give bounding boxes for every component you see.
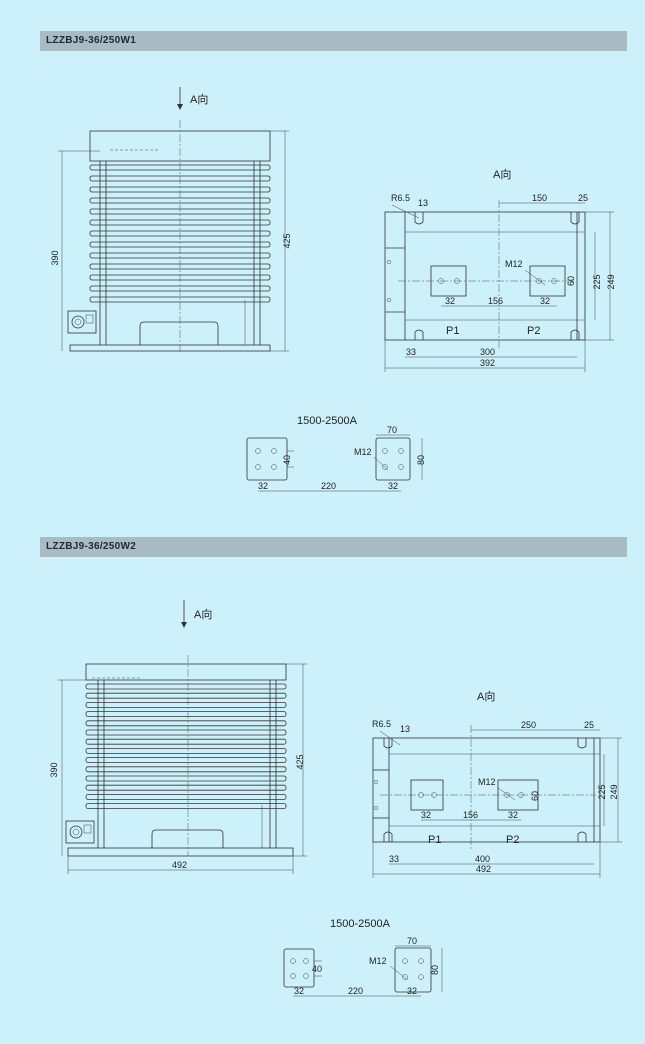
front-view-1: 390 425 [50,120,292,352]
cooling-fin-2-2 [85,692,287,699]
cooling-fin-2-12 [85,784,287,791]
cooling-fin-2-14 [85,803,287,809]
terminal-detail-2: 1500-2500A 40 70 M12 80 32 220 32 [283,918,443,997]
section-title-2: LZZBJ9-36/250W2 [46,541,137,552]
detail-hole-height-1: 40 [282,455,292,465]
plan-hole-right-2: 32 [508,810,518,820]
front-height-right-2: 425 [295,754,305,769]
view-label-1: A向 [190,92,208,106]
plan-hole-left-1: 32 [445,296,455,306]
cooling-fin-2-1 [85,683,287,690]
plan-outer-height-1: 249 [606,274,616,289]
plan-top-right-2: 25 [584,720,594,730]
plan-top-mid-1: 150 [532,193,547,203]
plan-p1-2: P1 [428,834,441,846]
cooling-fin-2-10 [85,766,287,773]
detail-hole-right-2: 32 [407,986,417,996]
detail-bolt-2: M12 [369,956,387,966]
plan-p2-2: P2 [506,834,519,846]
detail-bolt-1: M12 [354,447,372,457]
cooling-fin-2-5 [85,720,287,727]
section-title-1: LZZBJ9-36/250W1 [46,35,137,46]
plan-top-right-1: 25 [578,193,588,203]
plan-pad-height-1: 60 [566,276,576,286]
plan-radius-offset-2: 13 [400,724,410,734]
plan-pad-height-2: 60 [530,791,540,801]
detail-rating-1: 1500-2500A [297,415,358,427]
plan-center-1: 156 [488,296,503,306]
plan-view-label-2: A向 [477,689,495,703]
detail-hole-right-1: 32 [388,481,398,491]
detail-span-2: 220 [348,986,363,996]
plan-inner-height-1: 225 [592,274,602,289]
plan-hole-right-1: 32 [540,296,550,306]
terminal-detail-1: 1500-2500A 40 70 M12 80 32 220 32 [246,415,426,492]
cooling-fin-2-9 [85,757,287,763]
plan-edge-2: 33 [389,854,399,864]
section-header-1: LZZBJ9-36/250W1 [40,31,627,51]
plan-total-length-1: 392 [480,358,495,368]
detail-pad-width-2: 70 [407,936,417,946]
plan-bolt-2: M12 [478,777,496,787]
plan-bolt-1: M12 [505,259,523,269]
plan-radius-1: R6.5 [391,193,410,203]
detail-pad-height-1: 80 [416,455,426,465]
detail-pad-height-2: 80 [430,965,440,975]
cooling-fin-2-6 [85,729,287,736]
view-arrow-2: A向 [181,600,212,628]
plan-center-2: 156 [463,810,478,820]
detail-hole-height-2: 40 [312,964,322,974]
plan-p2-1: P2 [527,325,540,337]
plan-outer-height-2: 249 [609,784,619,799]
detail-rating-2: 1500-2500A [330,918,391,930]
plan-top-mid-2: 250 [521,720,536,730]
detail-hole-left-1: 32 [258,481,268,491]
view-label-2: A向 [194,607,212,621]
section-header-2: LZZBJ9-36/250W2 [40,537,627,557]
front-height-left-2: 390 [49,762,59,777]
plan-view-1: A向 R6.5 13 150 25 M12 60 225 [384,167,616,372]
plan-p1-1: P1 [446,325,459,337]
plan-view-2: A向 R6.5 13 250 25 M12 60 225 249 [372,689,622,878]
cooling-fin-2-11 [85,775,287,782]
detail-span-1: 220 [321,481,336,491]
detail-pad-width-1: 70 [387,425,397,435]
plan-view-label-1: A向 [493,167,511,181]
plan-edge-1: 33 [406,347,416,357]
plan-total-length-2: 492 [476,864,491,874]
plan-inner-length-2: 400 [475,854,490,864]
plan-inner-height-2: 225 [597,784,607,799]
cooling-fin-2-4 [85,711,287,717]
front-height-right-1: 425 [282,233,292,248]
front-height-left-1: 390 [50,250,60,265]
cooling-fin-2-8 [85,748,287,754]
plan-inner-length-1: 300 [480,347,495,357]
view-arrow-1: A向 [177,87,208,110]
plan-radius-2: R6.5 [372,719,391,729]
front-width-2: 492 [172,860,187,870]
front-view-2: 390 425 492 [49,655,307,874]
plan-radius-offset-1: 13 [418,198,428,208]
detail-hole-left-2: 32 [294,986,304,996]
cooling-fin-2-7 [85,738,287,745]
cooling-fin-2-13 [85,794,287,800]
drawing-1: A向 390 425 A向 [50,87,616,492]
cooling-fin-2-3 [85,702,287,708]
plan-hole-left-2: 32 [421,810,431,820]
